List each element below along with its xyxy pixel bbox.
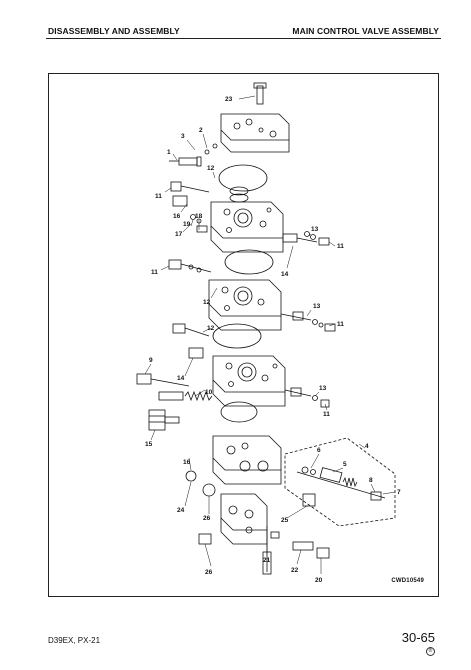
- callout-1: 1: [167, 149, 171, 156]
- callout-11: 11: [337, 321, 344, 328]
- callout-9: 9: [149, 357, 153, 364]
- figure-code: CWD10549: [391, 578, 424, 584]
- gasket-ring: [220, 401, 258, 423]
- callout-16: 16: [173, 213, 181, 220]
- callout-23: 23: [225, 96, 233, 103]
- callout-13: 13: [311, 226, 319, 233]
- callout-19: 19: [183, 221, 191, 228]
- header-page-topic: MAIN CONTROL VALVE ASSEMBLY: [292, 26, 439, 36]
- registered-mark-icon: ®: [426, 647, 435, 656]
- callout-5: 5: [343, 461, 347, 468]
- bottom-cover: [220, 493, 268, 545]
- callout-26: 26: [205, 569, 213, 576]
- exploded-view-drawing: 23 3 2 1 12 11 16 18 19 17 13 11 14 11 1…: [136, 82, 401, 584]
- callout-18: 18: [195, 213, 203, 220]
- callout-16: 16: [183, 459, 191, 466]
- callout-21: 21: [263, 557, 271, 564]
- callout-15: 15: [145, 441, 153, 448]
- callout-8: 8: [369, 477, 373, 484]
- callout-24: 24: [177, 507, 185, 514]
- left-plug-row-3: [136, 323, 210, 387]
- callout-26: 26: [203, 515, 211, 522]
- callout-13: 13: [313, 303, 321, 310]
- top-cover: [220, 82, 290, 153]
- valve-body-1: [210, 201, 284, 253]
- plug-assembly-1: [169, 143, 218, 167]
- right-spool-row-2: [280, 311, 336, 332]
- callout-10: 10: [205, 389, 213, 396]
- footer-model: D39EX, PX-21: [48, 636, 101, 645]
- callout-11: 11: [337, 243, 344, 250]
- spring-assembly-10: [158, 390, 213, 402]
- callout-12: 12: [203, 299, 211, 306]
- gasket-ring: [212, 323, 262, 349]
- gasket-ring: [224, 249, 274, 275]
- callout-14: 14: [281, 271, 289, 278]
- callout-14: 14: [177, 375, 185, 382]
- callout-6: 6: [317, 447, 321, 454]
- callout-4: 4: [365, 443, 369, 450]
- right-spool-row-3: [284, 387, 330, 408]
- bottom-plugs: [198, 526, 330, 575]
- exploded-view-figure: 23 3 2 1 12 11 16 18 19 17 13 11 14 11 1…: [48, 73, 439, 597]
- callout-11: 11: [155, 193, 162, 200]
- callout-12: 12: [207, 325, 215, 332]
- footer-page-number: 30-65: [401, 630, 435, 645]
- callout-17: 17: [175, 231, 183, 238]
- callout-11: 11: [323, 411, 330, 418]
- valve-body-3: [212, 355, 286, 407]
- callout-12: 12: [207, 165, 215, 172]
- callout-25: 25: [281, 517, 289, 524]
- callout-11: 11: [151, 269, 158, 276]
- spool-assembly-4: [284, 437, 396, 527]
- valve-body-4: [212, 435, 282, 485]
- gasket-ring: [218, 164, 268, 192]
- callout-20: 20: [315, 577, 323, 584]
- callout-2: 2: [199, 127, 203, 134]
- callout-22: 22: [291, 567, 299, 574]
- right-fittings-row-1: [282, 231, 330, 246]
- callout-7: 7: [397, 489, 401, 496]
- o-ring: [229, 186, 249, 196]
- left-plugs-bottom: [185, 470, 316, 507]
- callout-13: 13: [319, 385, 327, 392]
- callout-labels: 23 3 2 1 12 11 16 18 19 17 13 11 14 11 1…: [144, 95, 401, 584]
- header-rule: [46, 38, 441, 39]
- callout-3: 3: [181, 133, 185, 140]
- header-section-title: DISASSEMBLY AND ASSEMBLY: [48, 26, 180, 36]
- left-plug-row-2: [168, 259, 212, 273]
- valve-body-2: [208, 279, 282, 331]
- relief-valve-15: [148, 409, 180, 431]
